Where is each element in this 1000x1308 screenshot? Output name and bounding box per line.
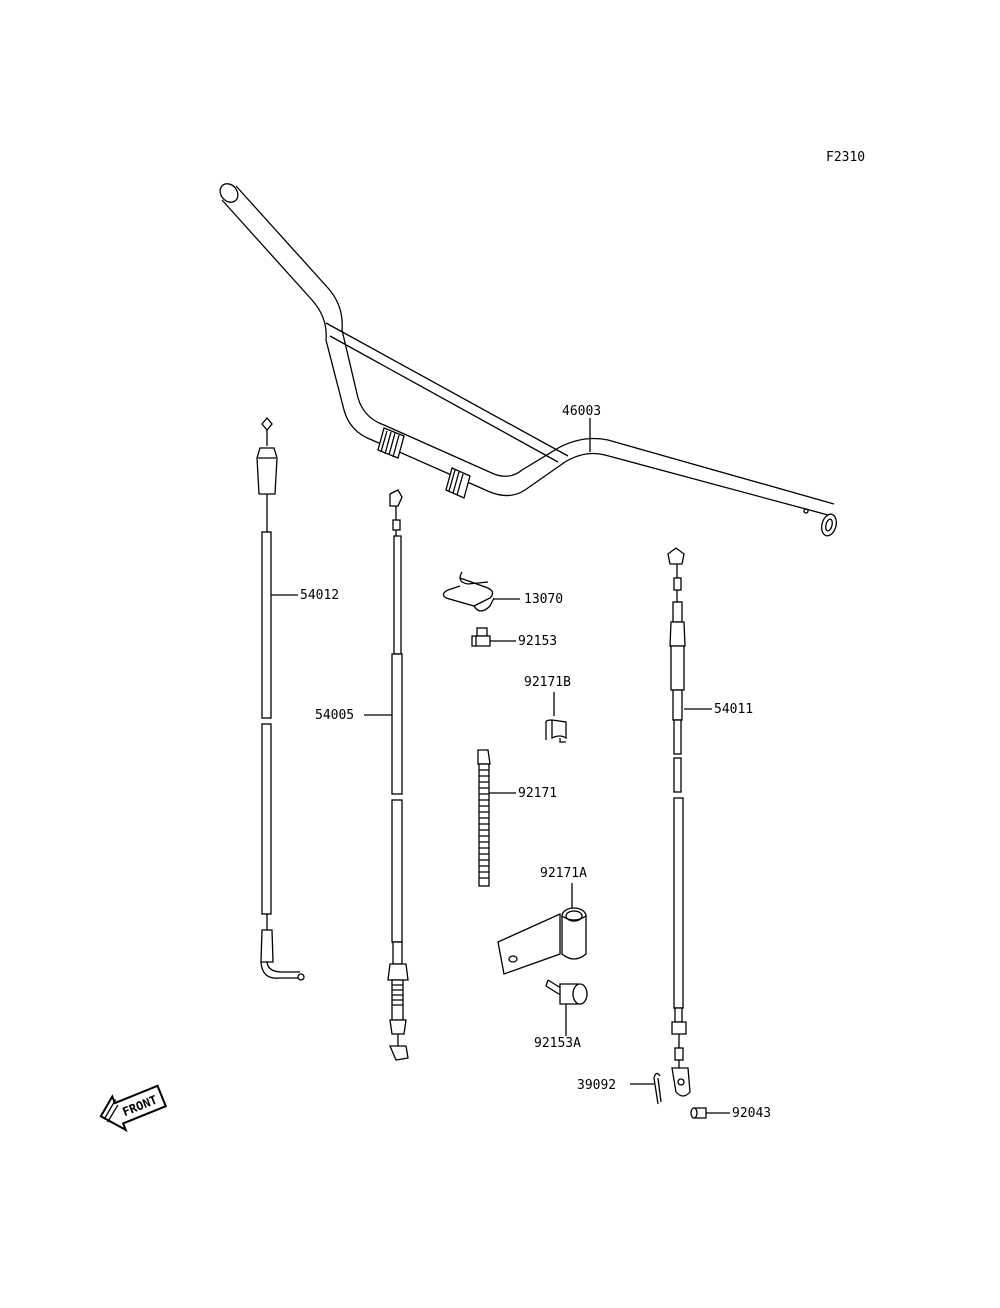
label-54012: 54012 — [300, 588, 339, 603]
label-92171: 92171 — [518, 786, 557, 801]
clamp-a — [497, 883, 587, 975]
handlebar — [219, 183, 837, 537]
knurl-grip-right — [445, 467, 471, 499]
label-54005: 54005 — [315, 708, 354, 723]
label-54011: 54011 — [714, 702, 753, 717]
front-arrow: FRONT — [99, 1084, 168, 1133]
right-cable — [667, 547, 712, 1097]
label-39092: 39092 — [577, 1078, 616, 1093]
front-label: FRONT — [120, 1093, 159, 1120]
label-92043: 92043 — [732, 1106, 771, 1121]
throttle-cable — [256, 416, 305, 981]
pin — [690, 1107, 730, 1119]
cotter-pin — [630, 1072, 662, 1105]
label-13070: 13070 — [524, 592, 563, 607]
label-46003: 46003 — [562, 404, 601, 419]
middle-cable — [364, 489, 409, 1061]
bolt-small — [471, 627, 516, 647]
clamp-b — [545, 692, 567, 743]
bolt-a — [545, 979, 588, 1036]
label-92171A: 92171A — [540, 866, 587, 881]
label-92153A: 92153A — [534, 1036, 581, 1051]
label-92171B: 92171B — [524, 675, 571, 690]
cable-holder — [442, 571, 520, 612]
diagram-code: F2310 — [826, 150, 865, 165]
knurl-grip-left — [377, 427, 405, 459]
cable-band — [477, 749, 516, 887]
label-92153: 92153 — [518, 634, 557, 649]
